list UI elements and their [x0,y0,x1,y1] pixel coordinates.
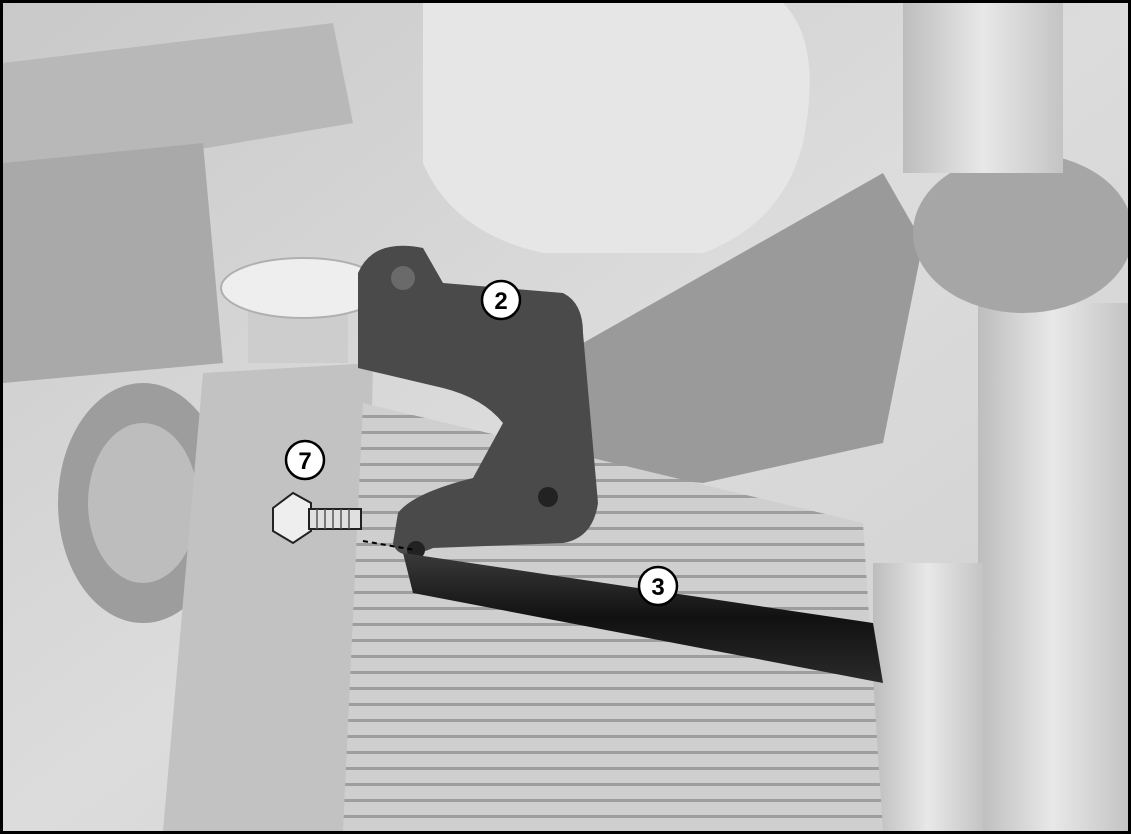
fuel-tank-shape [423,3,810,253]
frame-tube-left [3,23,353,183]
callout-bracket-label: 2 [494,288,507,315]
callout-bolt-label: 7 [298,448,311,475]
mounting-bracket [358,245,598,555]
callout-bar: 3 [637,565,679,607]
fork-clamp [913,153,1128,313]
callout-bar-label: 3 [651,574,664,601]
callout-bolt: 7 [284,439,326,481]
bracket-bolt-top [391,266,415,290]
fork-tube-right [978,303,1128,831]
horn-center [88,423,198,583]
installation-photo: 2 3 7 [3,3,1128,831]
headstock-panel [583,173,923,483]
fork-tube-center [873,563,983,831]
callout-bracket: 2 [480,279,522,321]
crash-bar [403,553,883,683]
fork-top [903,3,1063,173]
flange-bolt [272,491,362,545]
bracket-hole [538,487,558,507]
radiator-side-tank [163,363,373,831]
frame-dark-left [3,143,223,383]
